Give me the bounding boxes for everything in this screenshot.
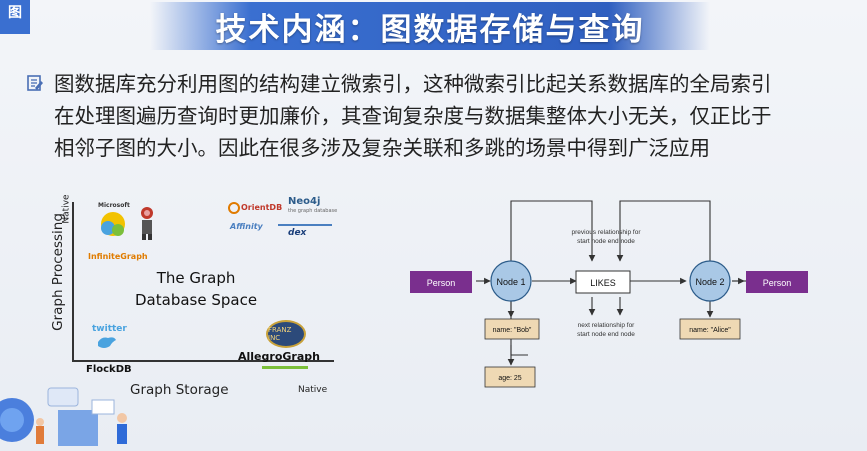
prev-rel-line-left [510, 200, 596, 263]
x-axis [72, 360, 334, 362]
node2-circle [689, 260, 731, 302]
slide-title: 技术内涵：图数据存储与查询 [215, 11, 645, 48]
prop-age-label: age: 25 [498, 375, 521, 382]
affinity-logo: Affinity [230, 222, 263, 231]
note-bullet-icon [27, 75, 43, 91]
person-right-label: Person [763, 278, 792, 288]
likes-box [575, 270, 631, 294]
prev-rel-line-right [616, 200, 711, 263]
decorative-illustration [0, 387, 127, 446]
y-axis [72, 202, 74, 362]
person-box-left [410, 271, 472, 293]
neo4j-subtitle: the graph database [288, 208, 338, 214]
likes-label: LIKES [590, 278, 616, 288]
allegrograph-logo: AllegroGraph [238, 350, 320, 363]
space-title-line: The Graph [156, 269, 236, 287]
paragraph-line: 图数据库充分利用图的结构建立微索引，这种微索引比起关系数据库的全局索引 [54, 72, 772, 96]
neo4j-logo: Neo4j [288, 196, 321, 207]
prop-alice-label: name: "Alice" [689, 327, 731, 334]
node-relationship-diagram: Person Person Node 1 Node 2 LIKES previo… [408, 193, 828, 403]
prop-age-box [484, 366, 536, 388]
dex-logo: dex [288, 228, 307, 238]
prop-bob-box [484, 318, 540, 340]
corner-tag: 图 [0, 0, 30, 34]
next-rel-text-2: start node end node [577, 331, 635, 338]
y-native-label: Native [61, 194, 72, 224]
x-native-label: Native [298, 385, 328, 395]
allegrograph-underline [262, 366, 308, 369]
title-bar: 技术内涵：图数据存储与查询 [150, 2, 710, 50]
flockdb-logo: FlockDB [86, 364, 132, 375]
franz-logo: FRANZ INC [266, 320, 306, 348]
person-left-label: Person [427, 278, 456, 288]
prev-rel-text-1: previous relationship for [571, 229, 641, 236]
infinitegraph-logo: InfiniteGraph [88, 252, 148, 261]
paragraph-line: 相邻子图的大小。因此在很多涉及复杂关联和多跳的场景中得到广泛应用 [54, 136, 710, 160]
prop-bob-label: name: "Bob" [493, 327, 532, 334]
orientdb-logo: OrientDB [241, 203, 283, 212]
node1-circle [490, 260, 532, 302]
diagram-canvas: Person Person Node 1 Node 2 LIKES previo… [410, 200, 808, 388]
orientdb-mark-icon [228, 202, 240, 214]
microsoft-logo: Microsoft [98, 202, 130, 209]
body-paragraph: 图数据库充分利用图的结构建立微索引，这种微索引比起关系数据库的全局索引 在处理图… [54, 68, 844, 164]
graph-database-space-figure: Graph Processing Native Graph Storage Na… [40, 192, 340, 402]
node2-label: Node 2 [695, 277, 724, 287]
infinitegraph-mark-icon [101, 212, 125, 236]
node1-label: Node 1 [496, 277, 525, 287]
space-title: The Graph Database Space [135, 267, 257, 311]
person-box-right [746, 271, 808, 293]
next-rel-text-1: next relationship for [578, 322, 636, 329]
bird-icon [98, 337, 116, 348]
dex-underline [278, 224, 332, 226]
twitter-logo: twitter [92, 324, 127, 334]
prev-rel-text-2: start node end node [577, 238, 635, 245]
prop-alice-box [679, 318, 741, 340]
paragraph-line: 在处理图遍历查询时更加廉价，其查询复杂度与数据集整体大小无关，仅正比于 [54, 104, 772, 128]
space-title-line: Database Space [135, 291, 258, 309]
x-axis-label: Graph Storage [130, 382, 229, 398]
mascot-icon [141, 207, 153, 240]
